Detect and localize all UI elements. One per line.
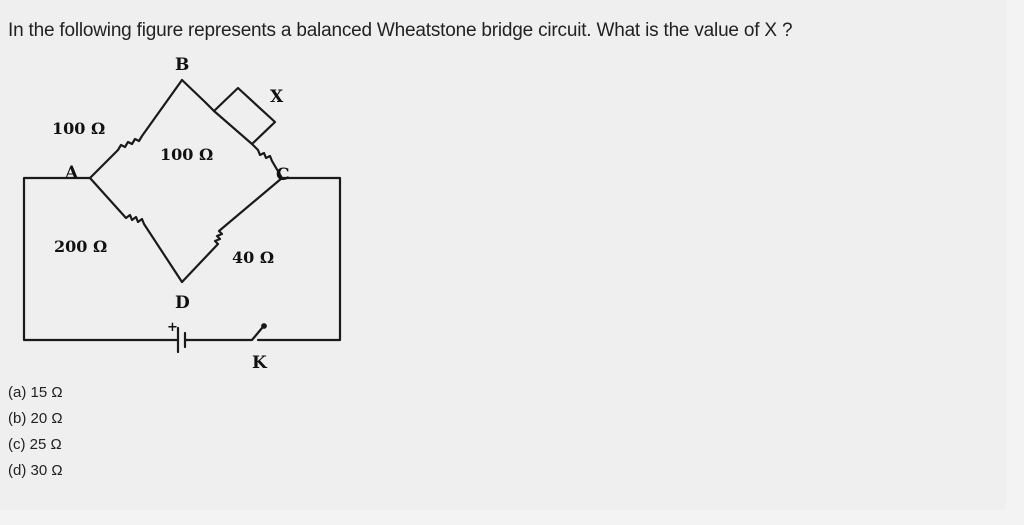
answer-options: (a) 15 Ω (b) 20 Ω (c) 25 Ω (d) 30 Ω — [8, 380, 63, 484]
resistor-label-ab: 100 Ω — [52, 119, 105, 138]
resistor-label-bc: 100 Ω — [160, 145, 213, 164]
resistor-label-ad: 200 Ω — [54, 237, 107, 256]
resistor-label-x: X — [270, 87, 284, 107]
question-sheet: In the following figure represents a bal… — [8, 20, 793, 484]
node-label-d: D — [175, 293, 190, 313]
node-label-a: A — [64, 163, 79, 183]
node-label-b: B — [175, 55, 189, 75]
key-switch — [240, 326, 264, 342]
wire-a-b — [88, 78, 184, 180]
wire-a-d — [88, 176, 184, 284]
wire-b-c — [180, 78, 216, 113]
node-label-c: C — [276, 165, 290, 185]
key-contact — [261, 323, 267, 329]
x-resistor-box — [212, 86, 277, 146]
key-label: K — [252, 353, 268, 373]
option-a[interactable]: (a) 15 Ω — [8, 384, 63, 401]
wire-d-c — [180, 176, 284, 284]
resistor-label-dc: 40 Ω — [232, 248, 274, 267]
question-text: In the following figure represents a bal… — [8, 20, 793, 41]
option-d[interactable]: (d) 30 Ω — [8, 462, 63, 479]
battery-plus-sign: + — [167, 320, 178, 335]
wire-box-to-c — [250, 142, 284, 180]
wire-c-right — [256, 176, 342, 342]
wire-a-left — [22, 176, 164, 342]
option-c[interactable]: (c) 25 Ω — [8, 436, 62, 453]
wheatstone-bridge-diagram: B A C D K 100 Ω 100 Ω X 200 Ω 40 Ω + — [22, 55, 342, 373]
option-b[interactable]: (b) 20 Ω — [8, 410, 63, 427]
